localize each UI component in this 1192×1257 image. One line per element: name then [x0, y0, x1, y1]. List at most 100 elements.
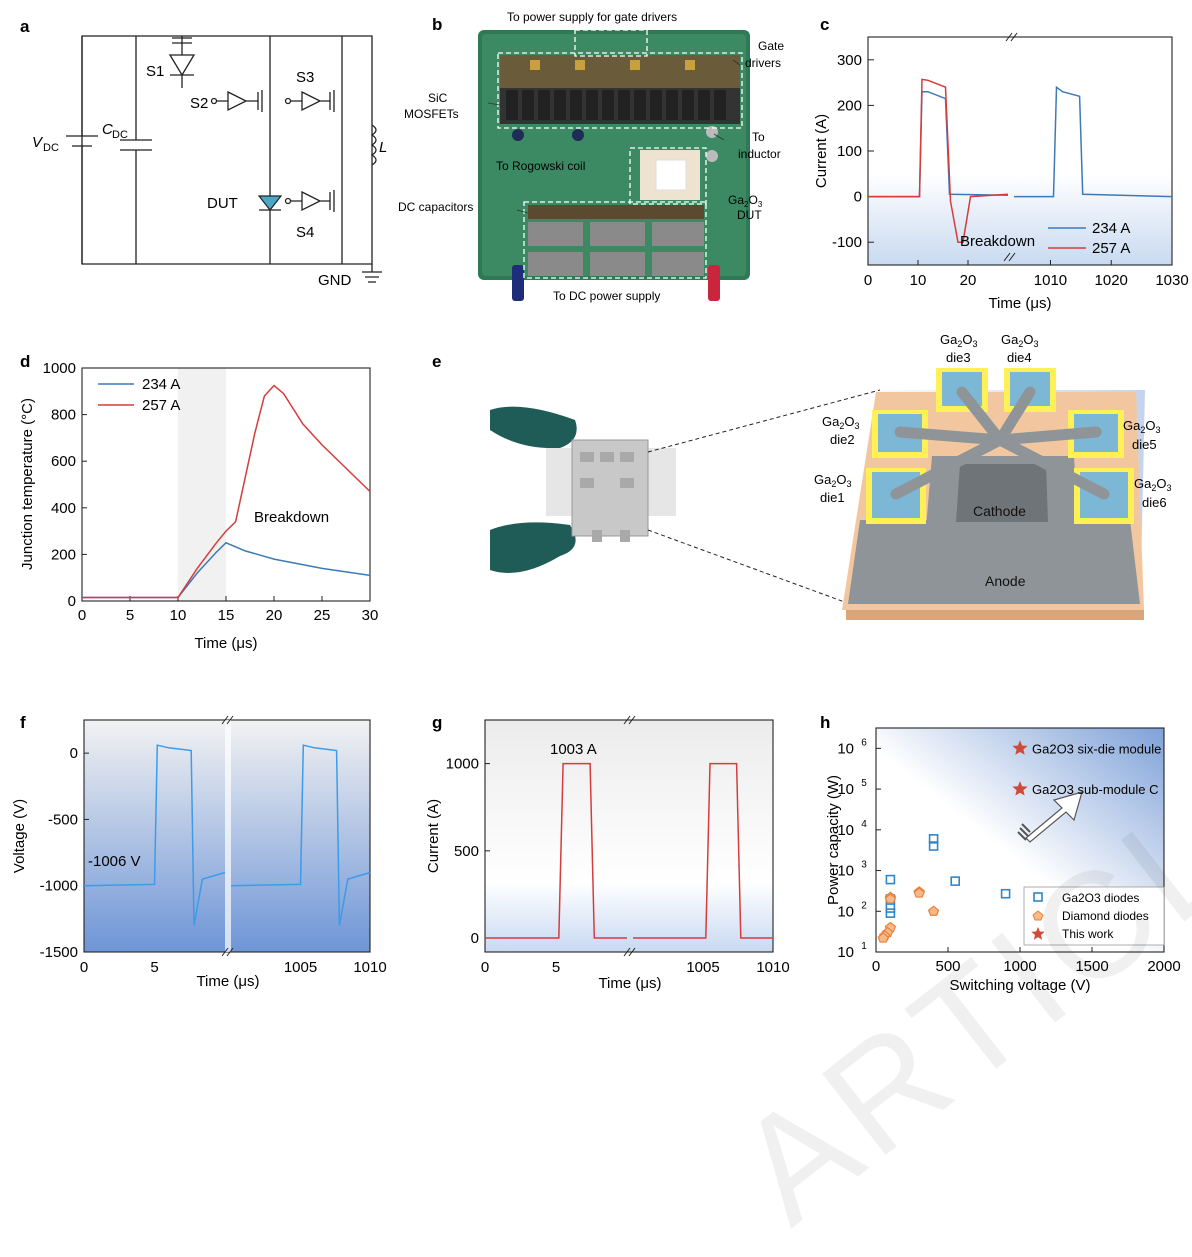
- f-ytick-label: 0: [70, 745, 78, 762]
- d-xtick-label: 20: [266, 607, 283, 624]
- c-ytick-label: -100: [832, 234, 862, 251]
- h-point-this-work: [1012, 781, 1028, 796]
- label-ga-dut: Ga2O3: [728, 193, 763, 209]
- c-axis-break-icon: [1003, 32, 1018, 262]
- gnd-label: GND: [318, 272, 352, 289]
- f-ytick-label: -1500: [40, 944, 78, 961]
- d-ytick-label: 600: [51, 453, 76, 470]
- h-ytick-label: 10: [837, 863, 854, 880]
- h-ytick-label: 10: [837, 781, 854, 798]
- h-legend-swatch: [1032, 910, 1044, 921]
- dut-diode-icon: [257, 195, 283, 211]
- c-legend-label: 234 A: [1092, 220, 1130, 237]
- h-point-this-work: [1012, 740, 1028, 755]
- f-xtick-label: 5: [150, 959, 158, 976]
- h-legend-label: Diamond diodes: [1062, 909, 1149, 923]
- die3-label: die3: [946, 350, 971, 365]
- f-series-line-right: [230, 744, 371, 926]
- h-ytick-exponent: 4: [861, 819, 867, 830]
- label-rogowski: To Rogowski coil: [496, 159, 585, 173]
- panel-letter-b: b: [432, 15, 442, 34]
- c-xtick-label: 1010: [1034, 272, 1067, 289]
- plot-area-g: [484, 719, 774, 953]
- die6-label: die6: [1142, 495, 1167, 510]
- bond-ribbons: [890, 386, 1110, 500]
- c-ylabel: Current (A): [813, 114, 830, 188]
- h-ytick-exponent: 6: [861, 737, 867, 748]
- cathode-label: Cathode: [973, 503, 1026, 519]
- h-xtick-label: 0: [872, 958, 880, 975]
- d-xlabel: Time (μs): [194, 635, 257, 652]
- h-ytick-label: 10: [837, 822, 854, 839]
- d-legend-label: 257 A: [142, 397, 180, 414]
- c-ytick-label: 300: [837, 52, 862, 69]
- f-xtick-label: 1010: [353, 959, 386, 976]
- d-xtick-label: 30: [362, 607, 379, 624]
- h-point-ga2o3-diode: [885, 908, 896, 918]
- label-sic-2: MOSFETs: [404, 107, 459, 121]
- die4-label: die4: [1007, 350, 1032, 365]
- f-ytick-label: -1000: [40, 878, 78, 895]
- glove-top: [490, 406, 577, 449]
- panel-letter-h: h: [820, 713, 830, 732]
- c-ytick-label: 0: [854, 189, 862, 206]
- d-ytick-label: 800: [51, 407, 76, 424]
- h-ytick-exponent: 2: [861, 900, 867, 911]
- cdc-label: C: [102, 121, 113, 138]
- anode-pad: [848, 520, 1140, 604]
- die5-label-a: Ga2O3: [1123, 418, 1161, 435]
- panel-letter-e: e: [432, 352, 441, 371]
- h-ytick-exponent: 3: [861, 860, 867, 871]
- label-gate-1: Gate: [758, 39, 784, 53]
- legend-box-h: [1023, 886, 1165, 946]
- h-point-ga2o3-diode: [885, 874, 896, 885]
- panel-letter-g: g: [432, 713, 442, 732]
- h-point-ga2o3-diode: [928, 841, 939, 851]
- h-point-ga2o3-diode: [950, 876, 961, 886]
- anode-label: Anode: [985, 573, 1026, 589]
- h-xtick-label: 1000: [1003, 958, 1036, 975]
- d-ytick-label: 200: [51, 546, 76, 563]
- g-axis-break-icon: [623, 715, 636, 957]
- h-point-diamond-diode: [877, 932, 889, 943]
- h-xlabel: Switching voltage (V): [950, 977, 1091, 994]
- d-ytick-label: 400: [51, 500, 76, 517]
- h-ytick-exponent: 5: [861, 778, 867, 789]
- h-xtick-label: 500: [935, 958, 960, 975]
- inductor-label: L: [379, 139, 387, 156]
- d-xtick-label: 25: [314, 607, 331, 624]
- h-xtick-label: 1500: [1075, 958, 1108, 975]
- c-xtick-label: 20: [960, 272, 977, 289]
- h-ytick-label: 10: [837, 740, 854, 757]
- h-point-ga2o3-diode: [928, 834, 939, 844]
- label-gate-2: drivers: [745, 56, 781, 70]
- g-xtick-label: 1005: [686, 959, 719, 976]
- d-xtick-label: 10: [170, 607, 187, 624]
- f-axis-break-icon: [221, 715, 234, 957]
- label-sic-1: SiC: [428, 91, 448, 105]
- c-xtick-label: 1030: [1155, 272, 1188, 289]
- d-ytick-label: 1000: [43, 360, 76, 377]
- g-annotation: 1003 A: [550, 741, 597, 758]
- h-point-ga2o3-diode: [885, 903, 896, 913]
- label-dc-capacitors: DC capacitors: [398, 200, 473, 214]
- g-xlabel: Time (μs): [598, 975, 661, 992]
- panel-b-photo: b: [398, 10, 784, 303]
- g-xtick-label: 0: [481, 959, 489, 976]
- h-point-diamond-diode: [927, 905, 940, 916]
- c-xtick-label: 10: [910, 272, 927, 289]
- c-xtick-label: 1020: [1095, 272, 1128, 289]
- panel-letter-d: d: [20, 352, 30, 371]
- f-ytick-label: -500: [48, 811, 78, 828]
- panel-e-module: e Ga2O3 die3: [432, 332, 1172, 620]
- s2-label: S2: [190, 95, 208, 112]
- die2-label: die2: [830, 432, 855, 447]
- c-ytick-label: 100: [837, 143, 862, 160]
- h-point-diamond-diode: [913, 887, 925, 898]
- c-series-line-left: [868, 78, 1009, 243]
- label-power-gate: To power supply for gate drivers: [507, 10, 677, 24]
